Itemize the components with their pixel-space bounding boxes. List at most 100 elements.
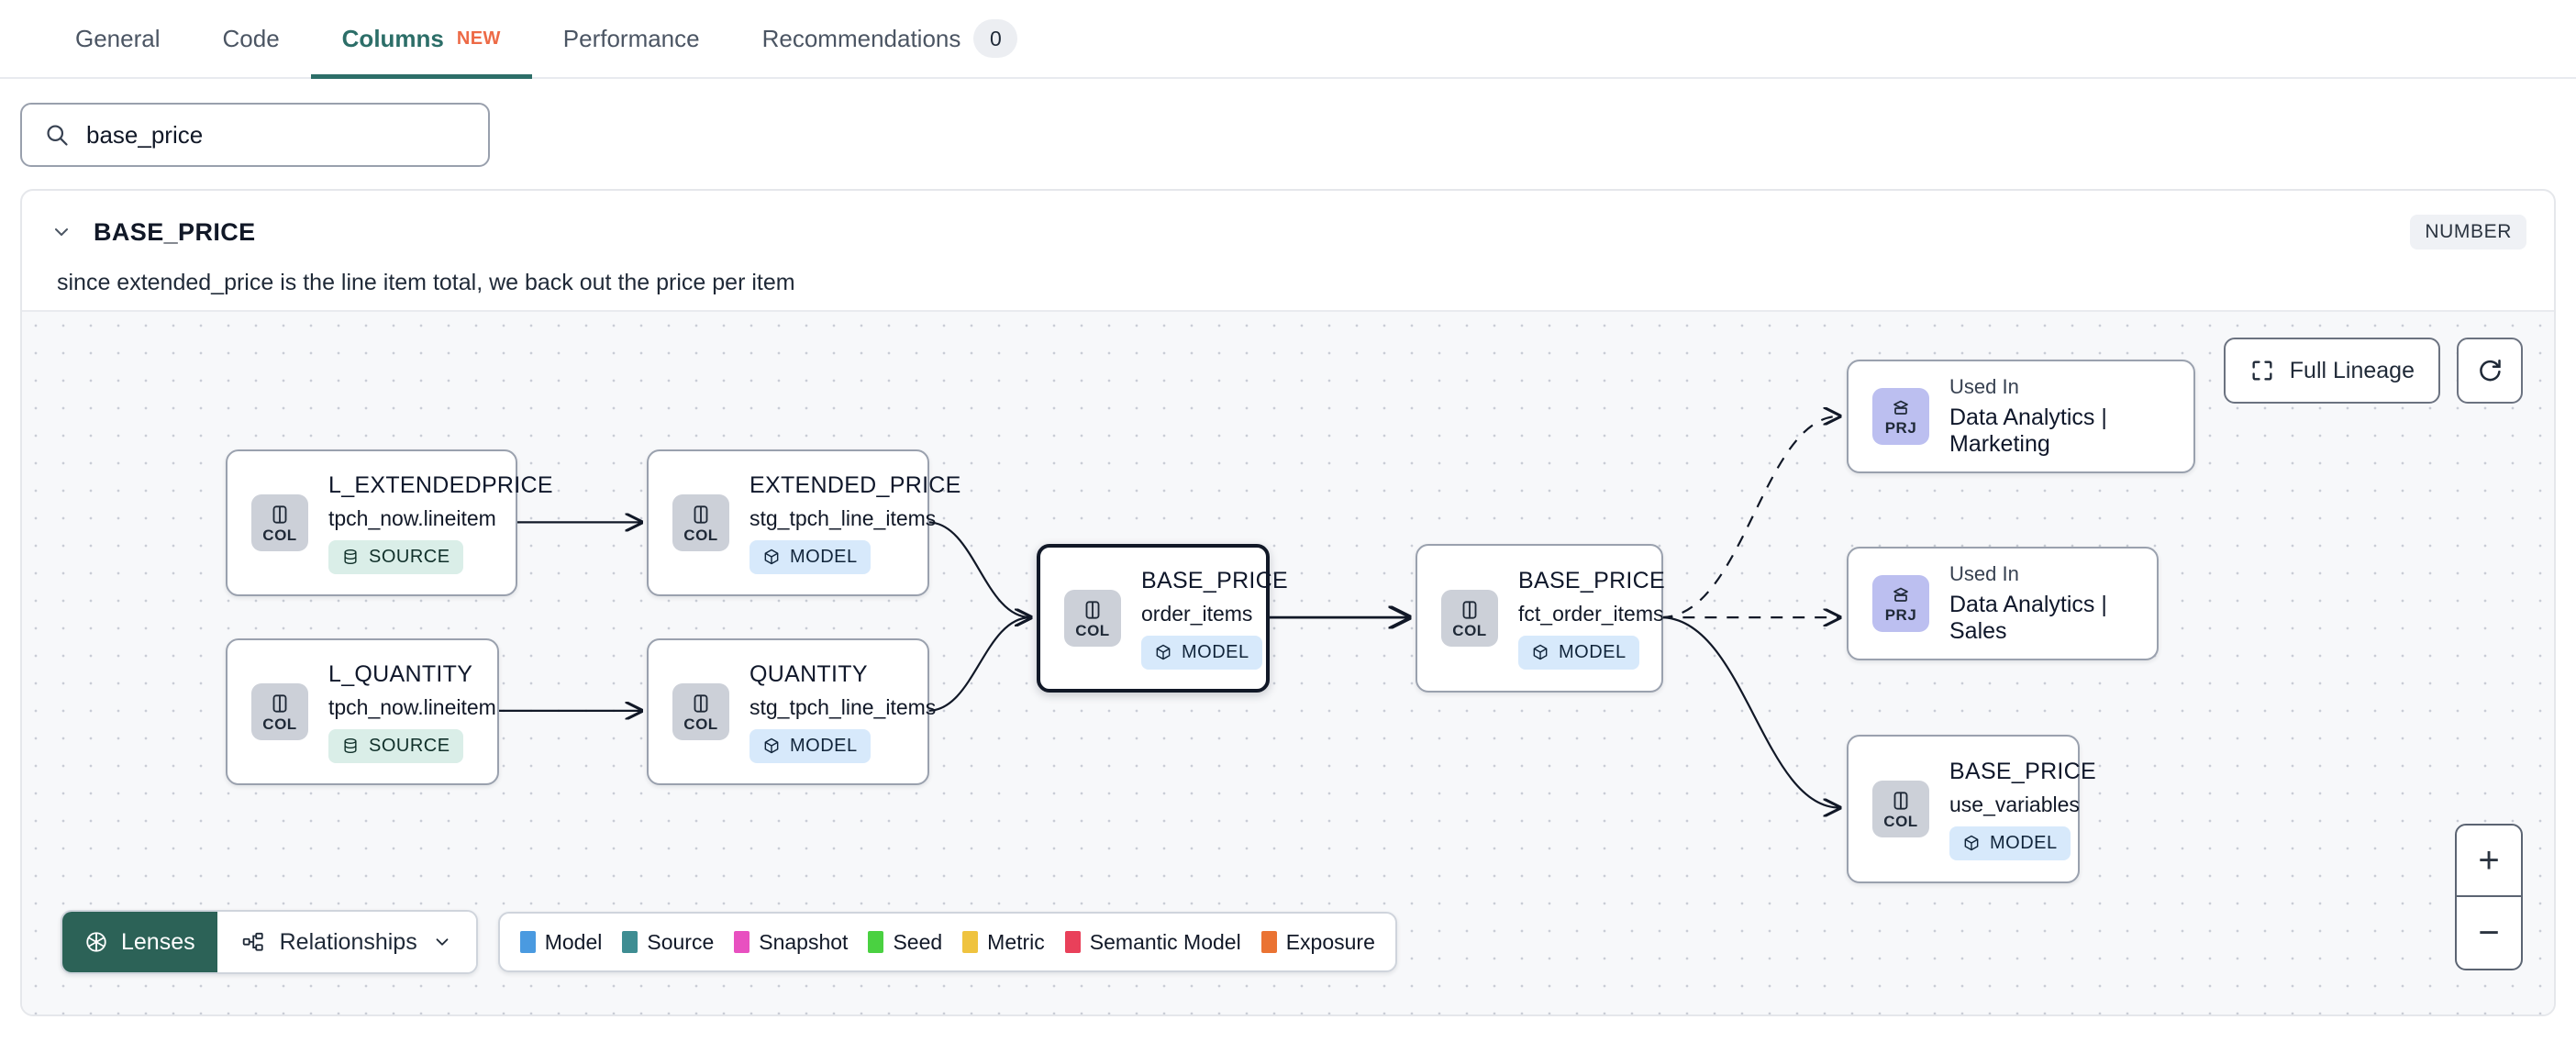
- node-name: BASE_PRICE: [1949, 758, 2097, 784]
- chevron-down-icon[interactable]: [50, 220, 73, 244]
- lineage-canvas[interactable]: COL L_EXTENDEDPRICE tpch_now.lineitem SO…: [22, 310, 2554, 1014]
- legend-label: Metric: [987, 929, 1045, 954]
- column-type-badge: NUMBER: [2410, 215, 2526, 249]
- column-icon: [1462, 601, 1477, 619]
- legend-item: Exposure: [1260, 929, 1375, 955]
- node-kind-badge: SOURCE: [328, 728, 463, 763]
- tab-label: Performance: [562, 24, 700, 52]
- tab-columns[interactable]: Columns NEW: [310, 0, 532, 79]
- tab-general[interactable]: General: [44, 0, 192, 77]
- column-icon: [272, 694, 287, 713]
- tab-bar: General Code Columns NEW Performance Rec…: [0, 0, 2576, 79]
- node-name: L_QUANTITY: [328, 660, 473, 687]
- column-icon: [272, 505, 287, 524]
- tab-label: Code: [222, 24, 280, 52]
- node-subtitle: tpch_now.lineitem: [328, 505, 496, 530]
- lineage-project-node[interactable]: PRJ Used In Data Analytics | Sales: [1847, 547, 2159, 660]
- refresh-icon: [2476, 357, 2504, 384]
- node-subtitle: use_variables: [1949, 792, 2080, 816]
- col-badge-label: COL: [1075, 622, 1110, 639]
- cube-icon: [764, 549, 779, 565]
- page-title: BASE_PRICE: [94, 217, 256, 246]
- col-badge-label: COL: [1883, 813, 1918, 830]
- col-badge: COL: [1064, 590, 1121, 647]
- legend-item: Source: [622, 930, 714, 955]
- legend-swatch-snapshot: [734, 931, 750, 953]
- legend-swatch-semantic-model: [1064, 931, 1081, 953]
- cube-icon: [1533, 644, 1548, 660]
- node-kind-label: MODEL: [790, 735, 858, 756]
- legend-item: Metric: [962, 930, 1045, 955]
- relationships-label: Relationships: [279, 928, 417, 955]
- node-subtitle: stg_tpch_line_items: [749, 694, 937, 719]
- tab-code[interactable]: Code: [192, 0, 311, 77]
- search-value: base_price: [86, 120, 204, 149]
- legend-label: Exposure: [1285, 929, 1375, 954]
- used-in-label: Used In: [1949, 375, 2019, 398]
- aperture-icon: [84, 930, 108, 954]
- expand-icon: [2249, 358, 2275, 383]
- legend-label: Model: [544, 929, 603, 954]
- col-badge: COL: [672, 494, 729, 551]
- node-kind-label: MODEL: [1990, 832, 2058, 853]
- used-in-label: Used In: [1949, 562, 2019, 585]
- database-icon: [344, 549, 357, 565]
- cube-icon: [764, 737, 779, 754]
- lineage-node[interactable]: COL EXTENDED_PRICE stg_tpch_line_items M…: [647, 449, 960, 596]
- tab-label: Columns: [341, 24, 444, 52]
- legend-item: Model: [519, 929, 603, 955]
- col-badge-label: COL: [262, 526, 297, 544]
- node-name: BASE_PRICE: [1518, 567, 1666, 593]
- lineage-node-selected[interactable]: COL BASE_PRICE order_items MODEL: [1037, 544, 1288, 693]
- zoom-in-button[interactable]: +: [2457, 826, 2521, 897]
- col-badge: COL: [251, 494, 308, 551]
- refresh-button[interactable]: [2457, 338, 2523, 404]
- search-area: base_price: [0, 79, 2576, 189]
- zoom-controls: + −: [2455, 824, 2523, 970]
- legend-swatch-exposure: [1260, 931, 1277, 953]
- prj-badge: PRJ: [1872, 575, 1929, 632]
- zoom-out-button[interactable]: −: [2478, 912, 2500, 953]
- col-badge: COL: [672, 683, 729, 740]
- project-name: Data Analytics | Marketing: [1949, 405, 2107, 457]
- column-icon: [694, 694, 708, 713]
- full-lineage-button[interactable]: Full Lineage: [2223, 338, 2440, 404]
- legend-label: Semantic Model: [1089, 929, 1241, 954]
- column-icon: [694, 505, 708, 524]
- lineage-node[interactable]: COL L_QUANTITY tpch_now.lineitem SOURCE: [226, 638, 499, 785]
- search-input[interactable]: base_price: [20, 103, 490, 167]
- lens-group: Lenses Relationships: [61, 910, 478, 974]
- relationships-button[interactable]: Relationships: [217, 912, 476, 972]
- node-kind-label: MODEL: [1182, 641, 1249, 662]
- lineage-node[interactable]: COL L_EXTENDEDPRICE tpch_now.lineitem SO…: [226, 449, 553, 596]
- lineage-bottom-toolbar: Lenses Relationships Model: [61, 910, 1397, 974]
- legend-item: Snapshot: [734, 930, 848, 955]
- prj-badge-label: PRJ: [1884, 606, 1917, 624]
- legend-label: Snapshot: [759, 929, 849, 954]
- legend-item: Seed: [868, 930, 942, 955]
- project-icon: [1893, 587, 1908, 602]
- tab-label: Recommendations: [761, 24, 961, 52]
- full-lineage-label: Full Lineage: [2289, 357, 2415, 383]
- node-kind-label: MODEL: [1559, 641, 1627, 662]
- lineage-top-controls: Full Lineage: [2223, 338, 2523, 404]
- node-subtitle: fct_order_items: [1518, 601, 1664, 626]
- legend-swatch-seed: [868, 931, 884, 953]
- relationships-icon: [241, 930, 265, 954]
- tab-performance[interactable]: Performance: [532, 0, 731, 77]
- node-subtitle: order_items: [1141, 601, 1253, 626]
- lenses-button[interactable]: Lenses: [62, 912, 217, 972]
- column-description: since extended_price is the line item to…: [57, 270, 795, 295]
- node-kind-badge: MODEL: [1949, 826, 2071, 860]
- legend-swatch-source: [622, 931, 638, 953]
- lineage-node[interactable]: COL BASE_PRICE fct_order_items MODEL: [1416, 544, 1666, 693]
- node-kind-label: SOURCE: [369, 546, 450, 567]
- node-kind-label: MODEL: [790, 546, 858, 567]
- lineage-node[interactable]: COL QUANTITY stg_tpch_line_items MODEL: [647, 638, 936, 785]
- legend-label: Seed: [893, 929, 943, 954]
- tab-recommendations[interactable]: Recommendations 0: [731, 0, 1049, 77]
- legend-swatch-metric: [962, 931, 979, 953]
- lineage-node[interactable]: COL BASE_PRICE use_variables MODEL: [1847, 735, 2096, 883]
- lineage-project-node[interactable]: PRJ Used In Data Analytics | Marketing: [1847, 360, 2195, 473]
- node-kind-label: SOURCE: [369, 735, 450, 756]
